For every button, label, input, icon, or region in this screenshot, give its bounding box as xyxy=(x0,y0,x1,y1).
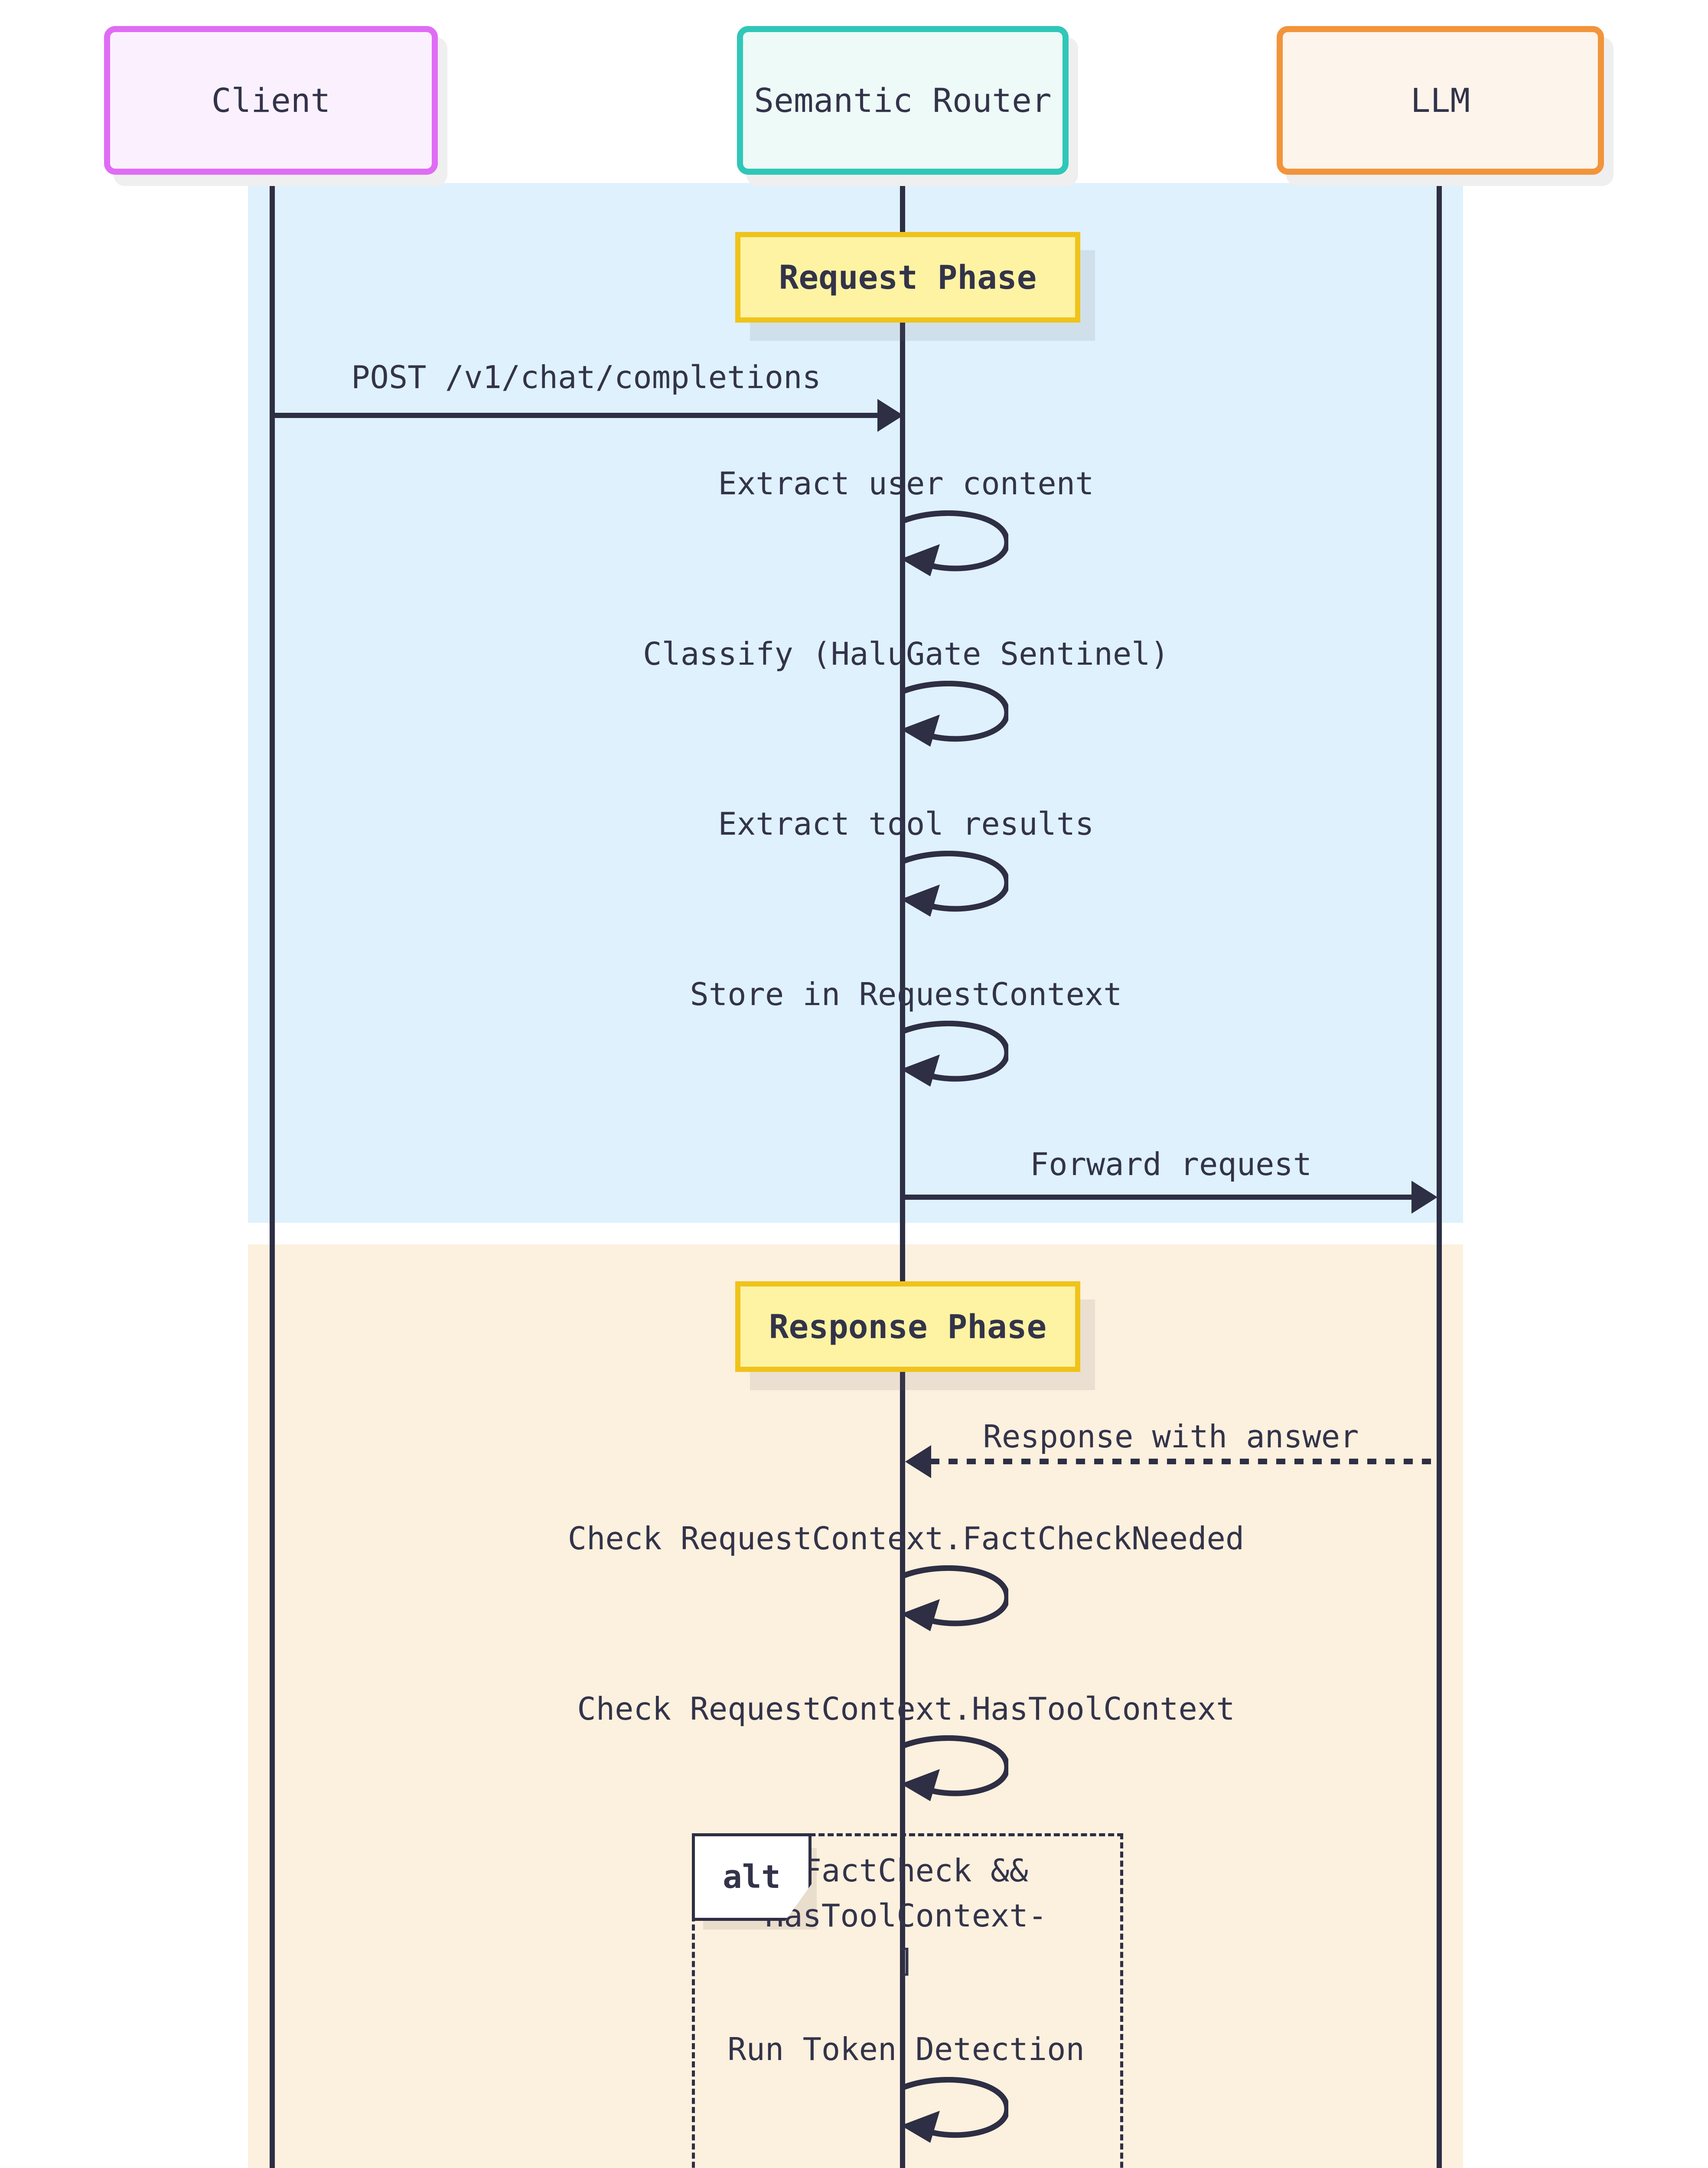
message-response-answer: Response with answer xyxy=(983,1418,1359,1455)
actor-label-client-top: Client xyxy=(211,81,331,120)
message-post-arrow-line xyxy=(272,413,879,418)
request-phase-band xyxy=(248,183,1463,1223)
self-loop-icon xyxy=(900,681,1008,747)
alt-branch1-condition-line1: [FactCheck && xyxy=(784,1852,1028,1889)
actor-box-llm-top: LLM xyxy=(1277,26,1604,175)
alt-block-frame xyxy=(692,1833,1123,2168)
alt-branch1-condition: [FactCheck && HasToolContext- ] xyxy=(689,1848,1123,1983)
message-extract-tool: Extract tool results xyxy=(718,806,1094,842)
self-loop-icon xyxy=(900,851,1008,917)
message-response-answer-arrowhead-icon xyxy=(905,1445,931,1478)
lifeline-llm xyxy=(1437,165,1442,2168)
message-forward-arrowhead-icon xyxy=(1411,1181,1437,1214)
alt-keyword-label: alt xyxy=(692,1833,812,1921)
message-check-factcheck: Check RequestContext.FactCheckNeeded xyxy=(567,1520,1245,1557)
message-forward: Forward request xyxy=(1030,1146,1312,1182)
message-extract-user: Extract user content xyxy=(718,465,1094,502)
self-loop-icon xyxy=(900,1735,1008,1801)
alt-branch1-condition-line2: HasToolContext- xyxy=(765,1897,1047,1934)
message-post: POST /v1/chat/completions xyxy=(351,359,821,395)
self-loop-icon xyxy=(900,1021,1008,1087)
response-phase-band xyxy=(248,1244,1463,2168)
message-run-token: Run Token Detection xyxy=(727,2031,1085,2067)
message-classify: Classify (HaluGate Sentinel) xyxy=(643,636,1169,672)
message-forward-arrow-line xyxy=(905,1195,1412,1200)
actor-box-client-top: Client xyxy=(104,26,438,175)
self-loop-icon xyxy=(900,2077,1008,2143)
lifeline-semantic-router xyxy=(900,165,905,2168)
note-response-phase: Response Phase xyxy=(735,1281,1080,1372)
alt-branch1-condition-line3: ] xyxy=(896,1943,916,1979)
self-loop-icon xyxy=(900,510,1008,576)
actor-box-router-top: Semantic Router xyxy=(737,26,1069,175)
actor-label-llm-top: LLM xyxy=(1410,81,1470,120)
self-loop-icon xyxy=(900,1565,1008,1631)
note-response-phase-label: Response Phase xyxy=(769,1307,1047,1346)
lifeline-client xyxy=(270,165,275,2168)
alt-keyword-text: alt xyxy=(723,1858,781,1896)
message-post-arrowhead-icon xyxy=(877,399,903,432)
actor-label-router-top: Semantic Router xyxy=(754,81,1052,120)
note-request-phase-label: Request Phase xyxy=(779,258,1037,297)
message-store-context: Store in RequestContext xyxy=(690,976,1122,1012)
message-response-answer-arrow-line xyxy=(930,1459,1437,1464)
message-check-hastool: Check RequestContext.HasToolContext xyxy=(577,1691,1235,1727)
note-request-phase: Request Phase xyxy=(735,232,1080,323)
